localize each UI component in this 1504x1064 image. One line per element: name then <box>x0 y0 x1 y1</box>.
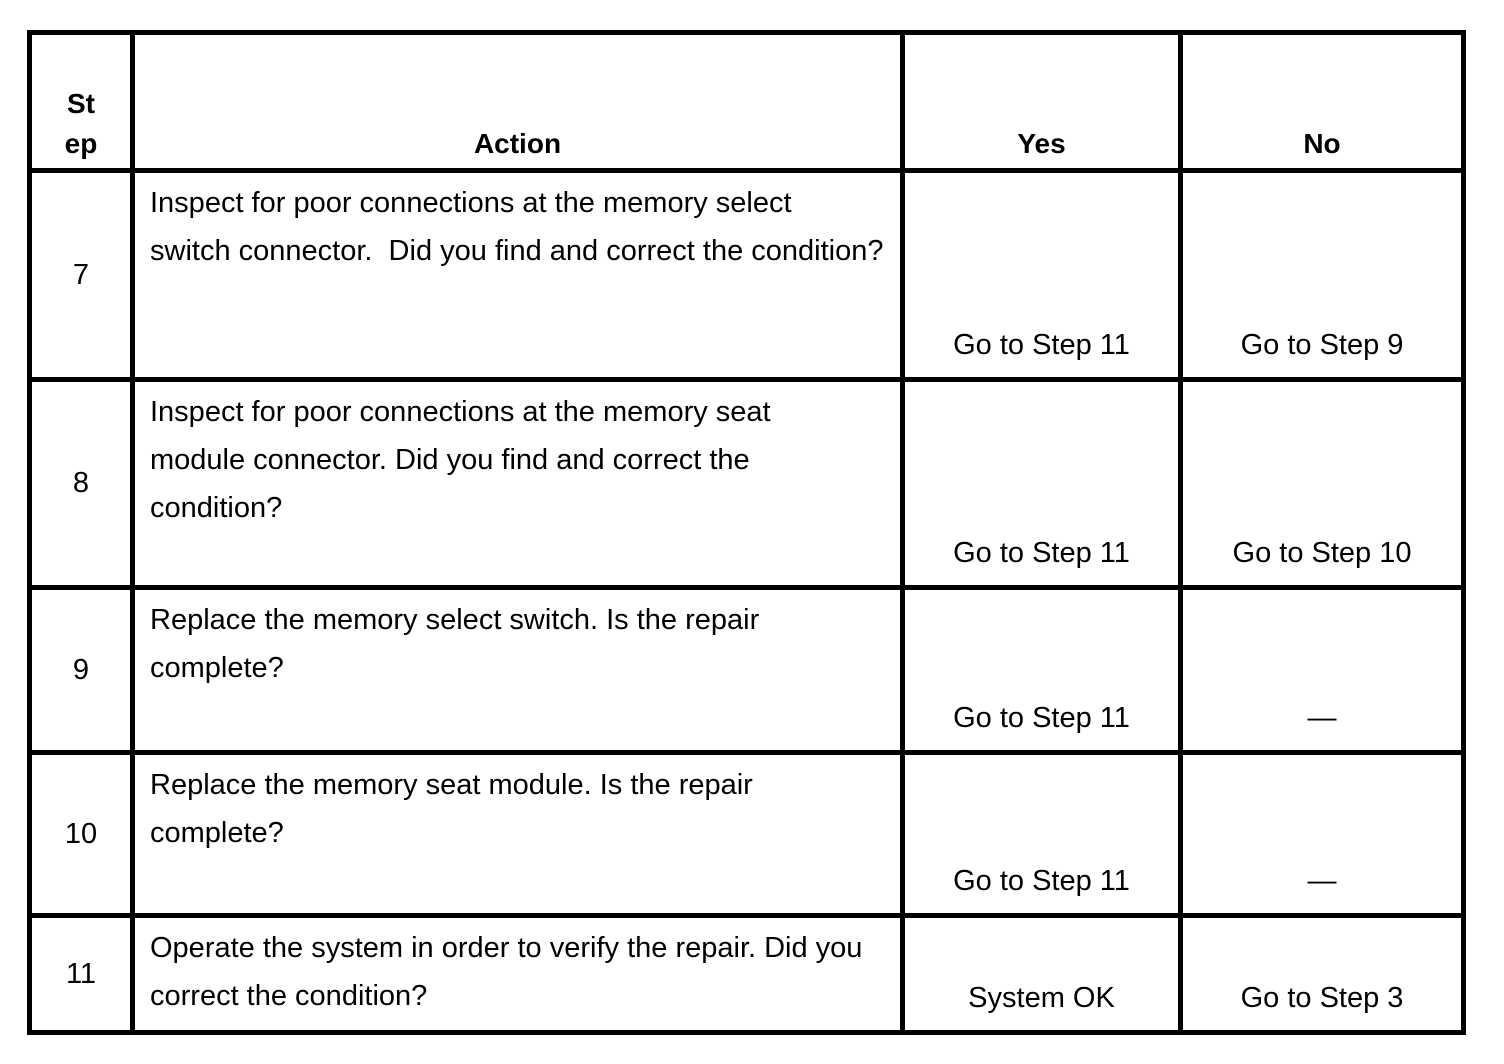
action-text: Replace the memory select switch. Is the… <box>130 585 905 755</box>
step-number: 10 <box>27 750 135 918</box>
step-number: 7 <box>27 168 135 382</box>
yes-result: Go to Step 11 <box>900 377 1183 590</box>
no-result: Go to Step 3 <box>1178 913 1466 1035</box>
header-row: St ep Action Yes No <box>27 30 1466 173</box>
step-number: 11 <box>27 913 135 1035</box>
yes-result: System OK <box>900 913 1183 1035</box>
table-row-step-10: 10 Replace the memory seat module. Is th… <box>27 750 1466 918</box>
table-row-step-11: 11 Operate the system in order to verify… <box>27 913 1466 1035</box>
no-result: — <box>1178 750 1466 918</box>
table-row-step-8: 8 Inspect for poor connections at the me… <box>27 377 1466 590</box>
header-action: Action <box>130 30 905 173</box>
yes-result: Go to Step 11 <box>900 750 1183 918</box>
action-text: Inspect for poor connections at the memo… <box>130 377 905 590</box>
yes-result: Go to Step 11 <box>900 585 1183 755</box>
step-number: 8 <box>27 377 135 590</box>
table-row-step-9: 9 Replace the memory select switch. Is t… <box>27 585 1466 755</box>
no-result: — <box>1178 585 1466 755</box>
yes-result: Go to Step 11 <box>900 168 1183 382</box>
header-no: No <box>1178 30 1466 173</box>
header-yes: Yes <box>900 30 1183 173</box>
header-step: St ep <box>27 30 135 173</box>
action-text: Operate the system in order to verify th… <box>130 913 905 1035</box>
action-text: Replace the memory seat module. Is the r… <box>130 750 905 918</box>
step-number: 9 <box>27 585 135 755</box>
table-row-step-7: 7 Inspect for poor connections at the me… <box>27 168 1466 382</box>
no-result: Go to Step 10 <box>1178 377 1466 590</box>
action-text: Inspect for poor connections at the memo… <box>130 168 905 382</box>
no-result: Go to Step 9 <box>1178 168 1466 382</box>
diagnostic-steps-table: St ep Action Yes No 7 Inspect for poor c… <box>27 30 1466 1035</box>
